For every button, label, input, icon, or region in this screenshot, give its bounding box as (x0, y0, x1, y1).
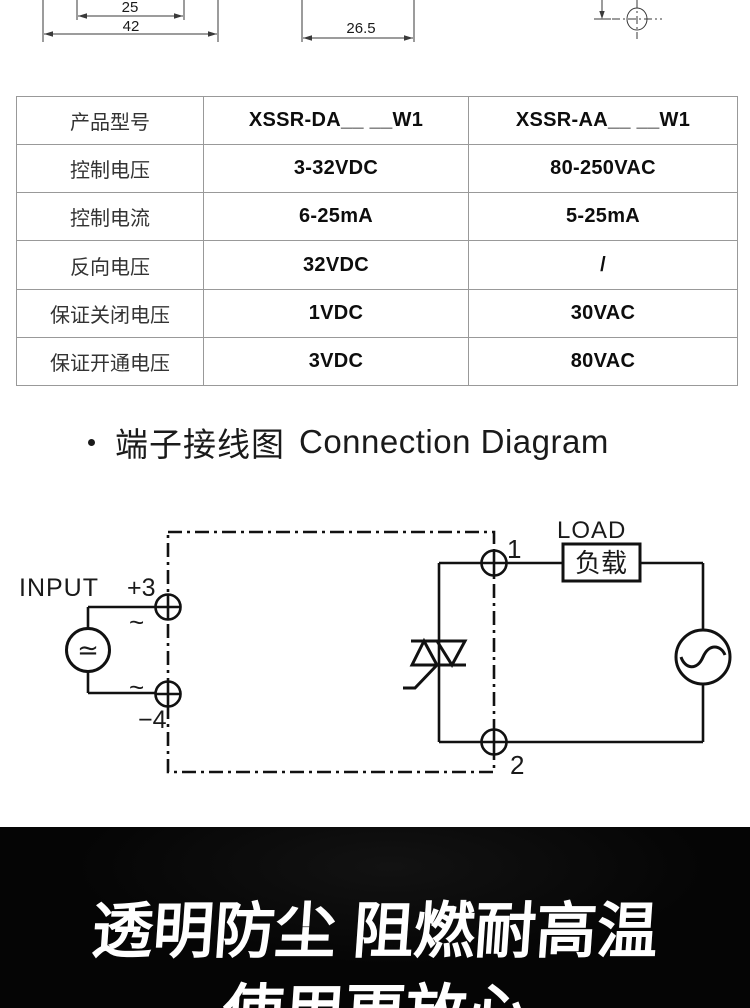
promo-banner: 透明防尘 阻燃耐高温 使用更放心 (0, 827, 750, 1008)
spec-table: 产品型号 XSSR-DA__ __W1 XSSR-AA__ __W1 控制电压 … (16, 95, 738, 387)
terminal-plus3-icon (154, 593, 182, 621)
spec-label: 保证开通电压 (16, 336, 204, 387)
spec-value: / (468, 240, 738, 290)
table-row: 控制电压 3-32VDC 80-250VAC (16, 144, 738, 194)
spec-value: 3VDC (203, 336, 469, 387)
mounting-hole-crosshair (594, 0, 662, 39)
table-row: 控制电流 6-25mA 5-25mA (16, 192, 738, 242)
spec-label: 保证关闭电压 (16, 288, 204, 338)
spec-label: 产品型号 (16, 95, 204, 146)
section-title-zh: 端子接线图 (115, 426, 285, 463)
spec-value: 1VDC (203, 288, 469, 338)
bullet-icon (88, 438, 95, 446)
spec-value: 3-32VDC (203, 144, 469, 194)
ssr-outline-box (166, 530, 496, 774)
spec-value: 30VAC (468, 288, 738, 338)
tilde-bottom-label: ~ (129, 672, 144, 702)
load-box (561, 542, 642, 583)
table-row: 反向电压 32VDC / (16, 240, 738, 290)
load-label-zh: 负载 (575, 548, 627, 578)
spec-value: 32VDC (203, 240, 469, 290)
input-label: INPUT (19, 574, 99, 602)
terminal-minus4-icon (154, 680, 182, 708)
table-row: 产品型号 XSSR-DA__ __W1 XSSR-AA__ __W1 (16, 95, 738, 146)
table-row: 保证开通电压 3VDC 80VAC (16, 336, 738, 387)
tilde-top-label: ~ (129, 607, 144, 637)
dim-42-label: 42 (123, 18, 140, 35)
terminal-1-label: 1 (507, 534, 521, 564)
dim-26-5-label: 26.5 (346, 20, 375, 37)
table-row: 保证关闭电压 1VDC 30VAC (16, 288, 738, 338)
terminal-2-icon (480, 728, 508, 756)
plus3-label: +3 (127, 574, 156, 602)
dimension-middle-group: 26.5 (301, 0, 415, 42)
spec-value: 5-25mA (468, 192, 738, 242)
load-label-en: LOAD (557, 517, 626, 544)
triac-icon (403, 637, 468, 690)
minus4-label: −4 (138, 706, 167, 734)
terminal-1-icon (480, 549, 508, 577)
spec-value: 80VAC (468, 336, 738, 387)
terminal-2-label: 2 (510, 750, 524, 780)
dimension-drawing-strip: 25 42 26.5 (42, 0, 662, 42)
output-wires (437, 561, 705, 744)
dim-25-label: 25 (122, 0, 139, 16)
section-heading: 端子接线图 Connection Diagram (88, 420, 609, 464)
spec-value: XSSR-DA__ __W1 (203, 95, 469, 146)
input-source-icon (65, 627, 111, 673)
sine-wave-icon (679, 645, 727, 669)
spec-value: XSSR-AA__ __W1 (468, 95, 738, 146)
section-title-en: Connection Diagram (299, 423, 609, 460)
dimension-left-group: 25 42 (42, 0, 219, 42)
banner-headline-1: 透明防尘 阻燃耐高温 (89, 897, 661, 965)
spec-label: 控制电流 (16, 192, 204, 242)
dc-ac-symbol: ≃ (77, 635, 99, 665)
spec-label: 控制电压 (16, 144, 204, 194)
spec-label: 反向电压 (16, 240, 204, 290)
spec-value: 6-25mA (203, 192, 469, 242)
connection-diagram: ≃ 负载 LOAD (19, 517, 732, 780)
banner-headline-2: 使用更放心 (0, 979, 750, 1008)
spec-value: 80-250VAC (468, 144, 738, 194)
